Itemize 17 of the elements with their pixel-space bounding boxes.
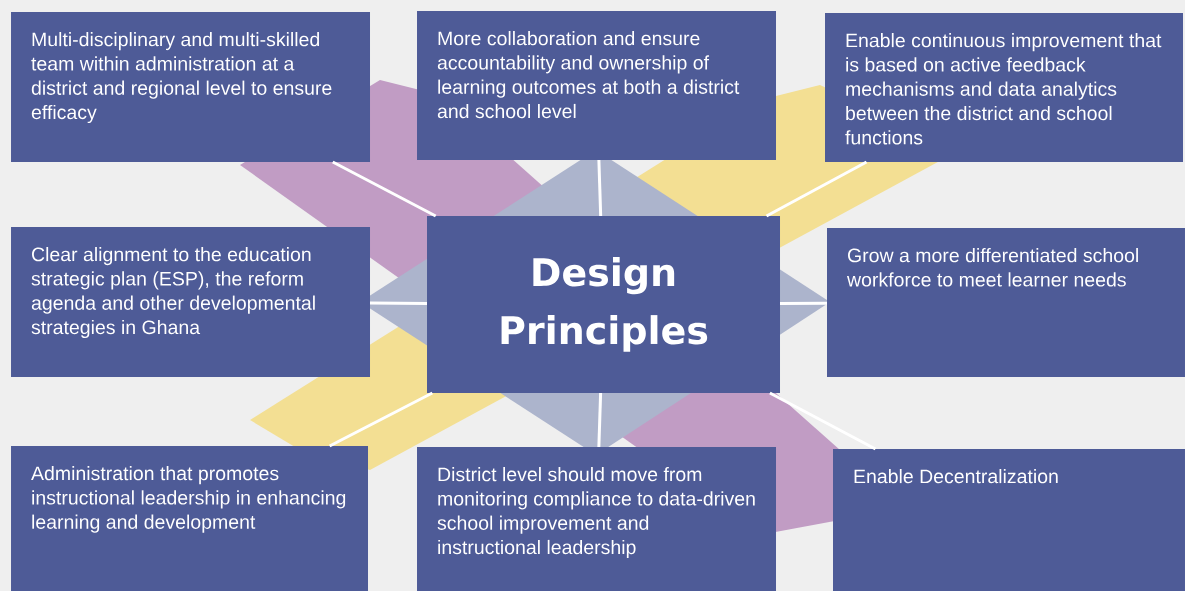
connector-line	[780, 301, 828, 306]
principle-box: More collaboration and ensure accountability and ownership of learning outcomes at both a district and school level	[417, 11, 776, 160]
title-box: Design Principles	[427, 216, 780, 393]
connector-line	[769, 391, 877, 451]
connector-line	[370, 301, 428, 305]
principle-box: Clear alignment to the education strategic plan (ESP), the reform agenda and other developmental strategies in Ghana	[11, 227, 370, 377]
connector-line	[332, 160, 437, 218]
principle-box: Administration that promotes instructional leadership in enhancing learning and development	[11, 446, 368, 591]
connector-line	[597, 392, 603, 448]
principle-box: Enable continuous improvement that is based on active feedback mechanisms and data analytics between the district and school functions	[825, 13, 1183, 162]
connector-line	[597, 159, 603, 217]
connector-line	[328, 391, 433, 448]
principle-box: Enable Decentralization	[833, 449, 1185, 591]
principle-box: District level should move from monitoring compliance to data-driven school improvement and instructional leadership	[417, 447, 776, 591]
principle-box: Grow a more differentiated school workforce to meet learner needs	[827, 228, 1185, 377]
principle-box: Multi-disciplinary and multi-skilled team within administration at a district and regional level to ensure efficacy	[11, 12, 370, 162]
connector-line	[765, 160, 868, 218]
